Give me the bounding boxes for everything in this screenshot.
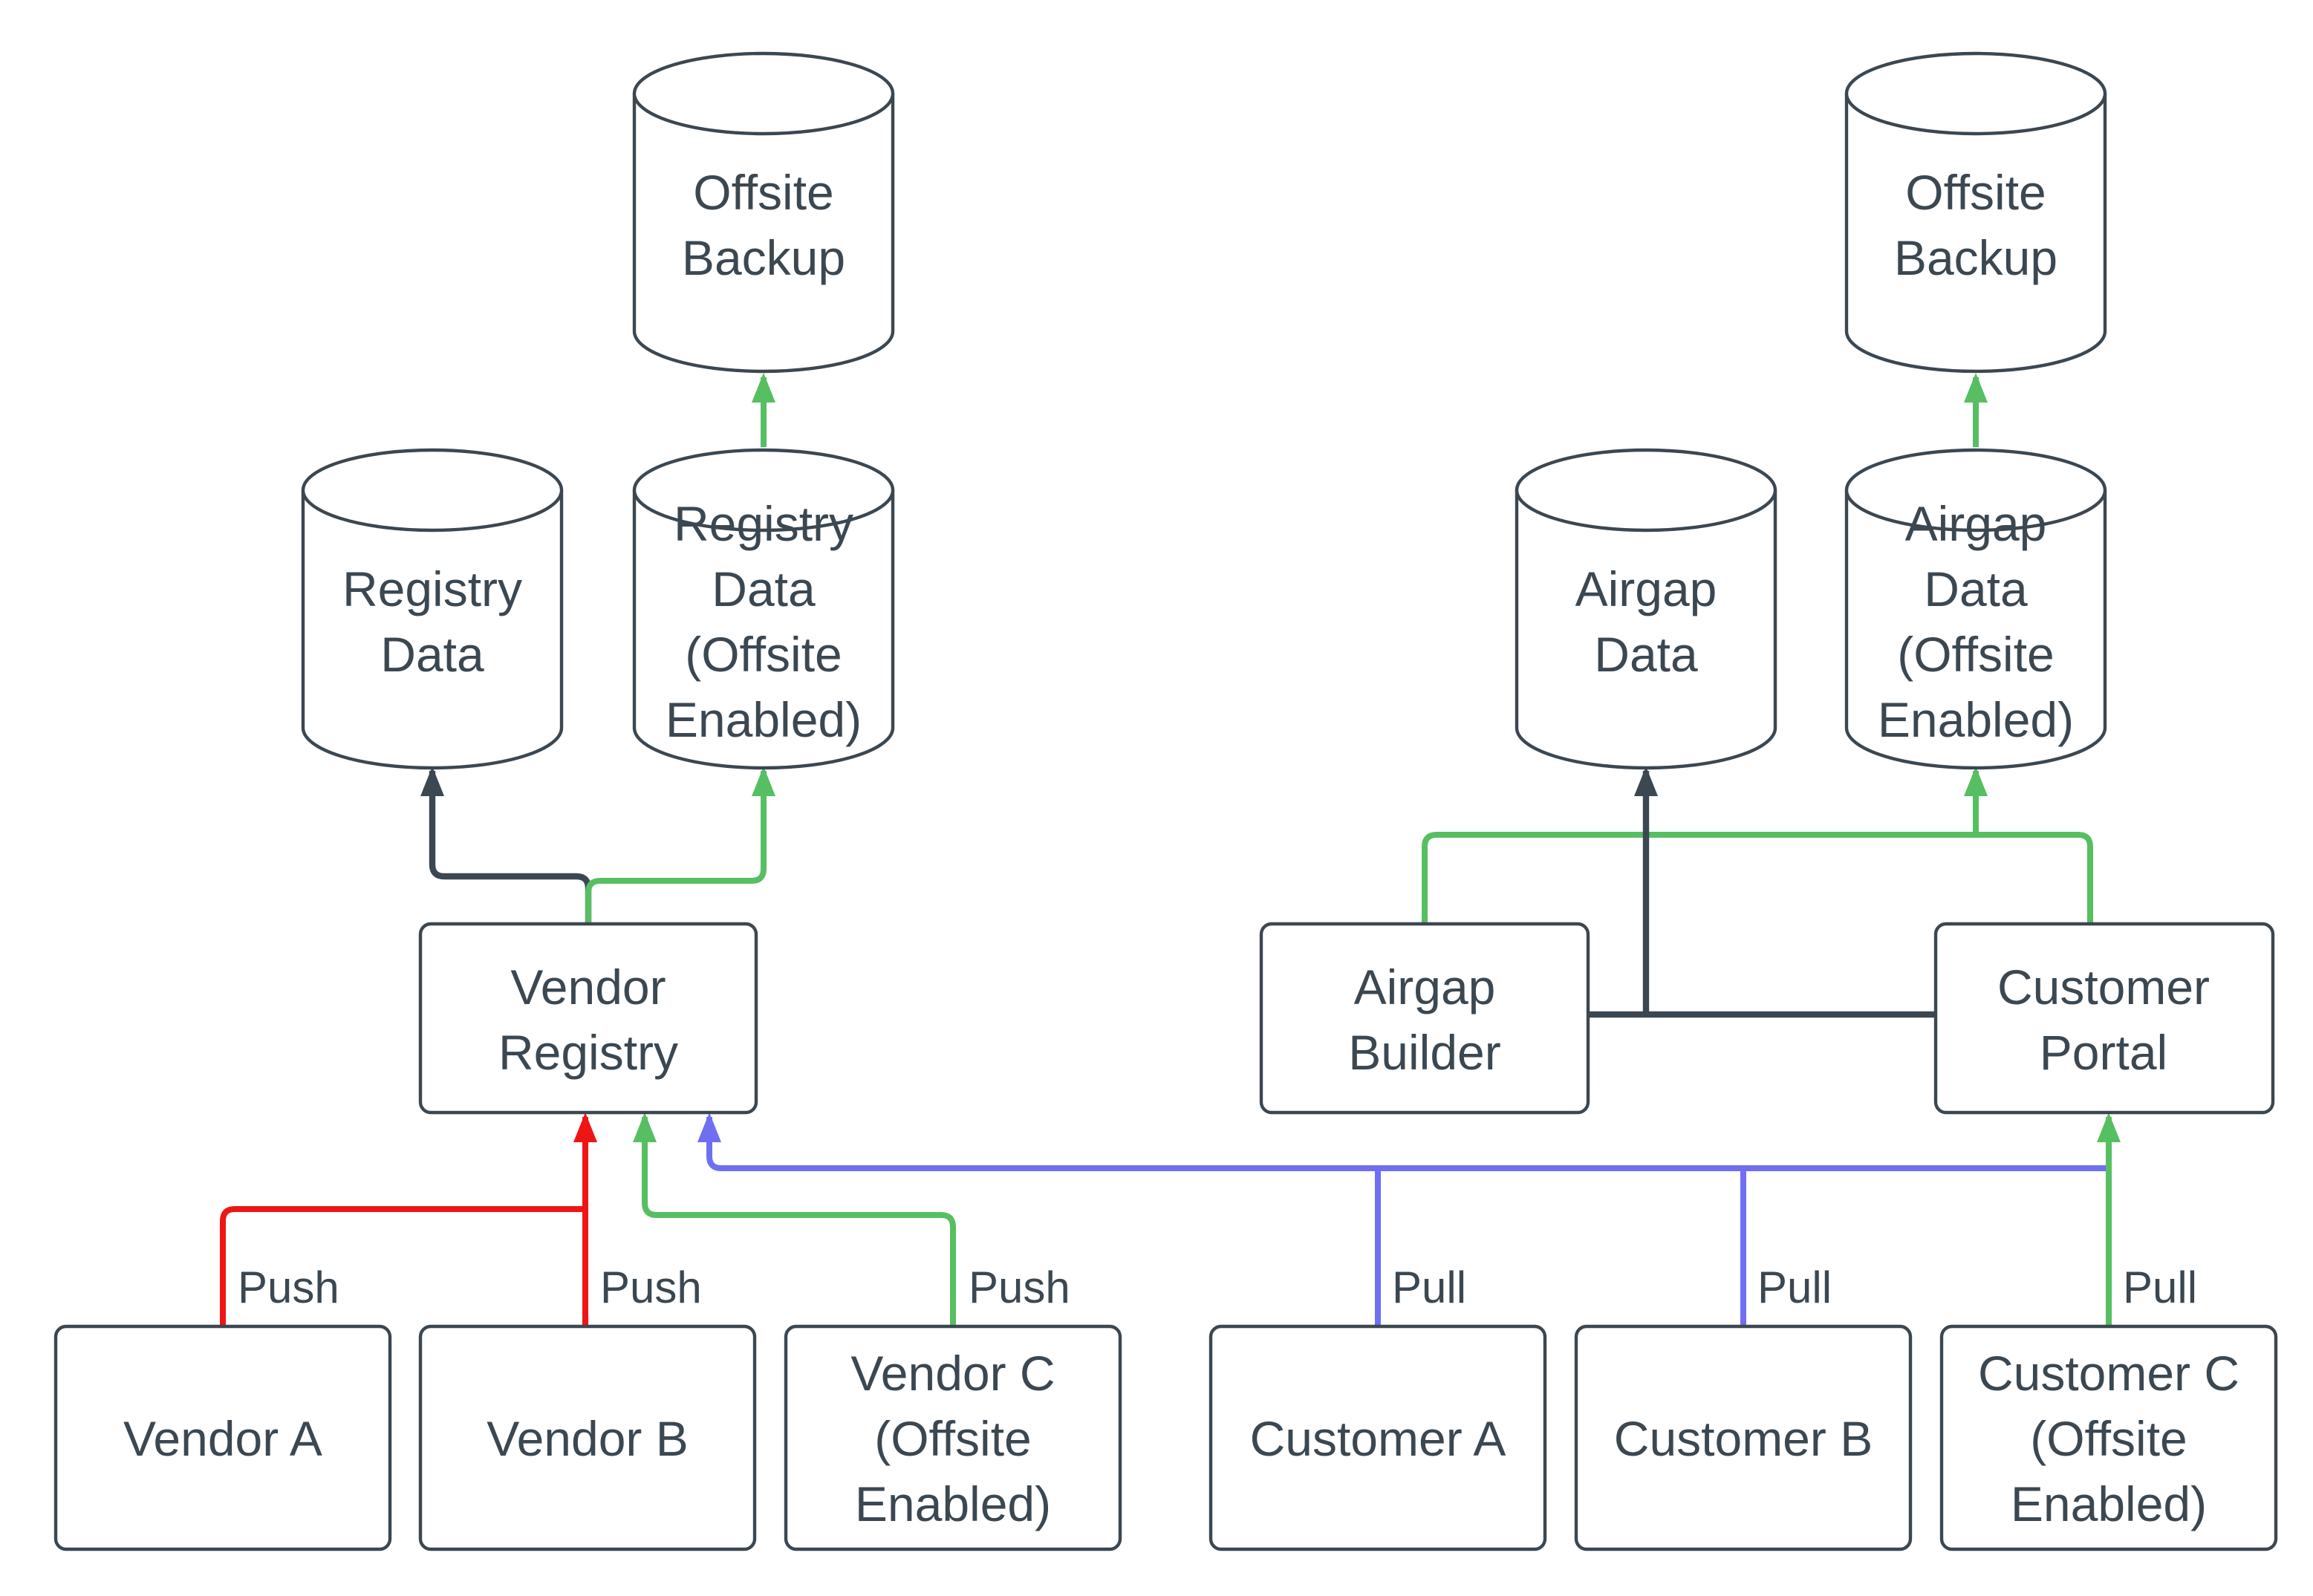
- node-label: Airgap: [1575, 561, 1717, 616]
- node-label: Data: [380, 627, 484, 682]
- node-label: Backup: [1894, 230, 2057, 285]
- node-customer-b: Customer B: [1574, 1324, 1913, 1551]
- node-label: Enabled): [666, 692, 862, 747]
- node-label: Enabled): [1878, 692, 2074, 747]
- node-offsite-backup-left: Offsite Backup: [632, 51, 895, 374]
- node-label: Customer: [1997, 960, 2210, 1014]
- node-vendor-a: Vendor A: [53, 1324, 392, 1551]
- node-vendor-b: Vendor B: [418, 1324, 757, 1551]
- node-vendor-c: Vendor C (Offsite Enabled): [784, 1324, 1122, 1551]
- edge-label-vendor-b-push: Push: [600, 1263, 702, 1312]
- node-label: Customer A: [1250, 1411, 1506, 1466]
- node-label: (Offsite: [2030, 1411, 2187, 1466]
- node-label: Vendor C: [850, 1346, 1055, 1401]
- edge-vendor-registry-to-registry-data-offsite: [585, 766, 775, 924]
- node-label: Offsite: [693, 165, 834, 220]
- node-airgap-data-offsite: Airgap Data (Offsite Enabled): [1844, 448, 2107, 770]
- node-label: Enabled): [2011, 1476, 2207, 1531]
- node-vendor-registry: Vendor Registry: [418, 922, 758, 1115]
- node-customer-portal: Customer Portal: [1933, 922, 2275, 1115]
- node-label: (Offsite: [874, 1411, 1032, 1466]
- node-label: Backup: [682, 230, 845, 285]
- node-label: Data: [1594, 627, 1698, 682]
- node-offsite-backup-right: Offsite Backup: [1844, 51, 2107, 374]
- node-label: Enabled): [855, 1476, 1051, 1531]
- edge-label-customer-c-pull: Pull: [2123, 1263, 2197, 1312]
- node-label: Customer C: [1978, 1346, 2239, 1401]
- node-label: Vendor A: [123, 1411, 322, 1466]
- node-label: Builder: [1348, 1025, 1500, 1080]
- node-label: Offsite: [1905, 165, 2046, 220]
- node-label: Airgap: [1354, 960, 1496, 1014]
- edge-vendor-registry-to-registry-data: [420, 766, 592, 924]
- edges: [220, 373, 2121, 1326]
- node-customer-c: Customer C (Offsite Enabled): [1939, 1324, 2278, 1551]
- edge-label-customer-a-pull: Pull: [1392, 1263, 1466, 1312]
- edge-label-vendor-a-push: Push: [238, 1263, 339, 1312]
- node-label: Registry: [674, 496, 853, 551]
- edge-labels: Push Push Push Pull Pull Pull: [238, 1263, 2197, 1312]
- node-airgap-builder: Airgap Builder: [1259, 922, 1590, 1115]
- node-label: Data: [712, 561, 816, 616]
- edge-vendor-a-push: [220, 1206, 582, 1326]
- edge-label-vendor-c-push: Push: [969, 1263, 1070, 1312]
- node-customer-a: Customer A: [1208, 1324, 1547, 1551]
- node-label: (Offsite: [1897, 627, 2055, 682]
- node-label: Data: [1924, 561, 2028, 616]
- node-label: Registry: [498, 1025, 678, 1080]
- node-label: (Offsite: [685, 627, 842, 682]
- edge-customers-pull-main: [697, 1113, 2108, 1171]
- node-label: Registry: [342, 561, 522, 616]
- node-label: Customer B: [1614, 1411, 1873, 1466]
- edge-green-bracket-builder-portal: [1422, 832, 2093, 924]
- node-label: Vendor: [510, 960, 666, 1014]
- node-registry-data: Registry Data: [301, 448, 564, 770]
- edge-label-customer-b-pull: Pull: [1757, 1263, 1832, 1312]
- node-label: Airgap: [1905, 496, 2047, 551]
- node-label: Vendor B: [487, 1411, 689, 1466]
- edge-vendor-c-push: [633, 1113, 956, 1326]
- node-label: Portal: [2040, 1025, 2167, 1080]
- node-registry-data-offsite: Registry Data (Offsite Enabled): [632, 448, 895, 770]
- node-airgap-data: Airgap Data: [1515, 448, 1777, 770]
